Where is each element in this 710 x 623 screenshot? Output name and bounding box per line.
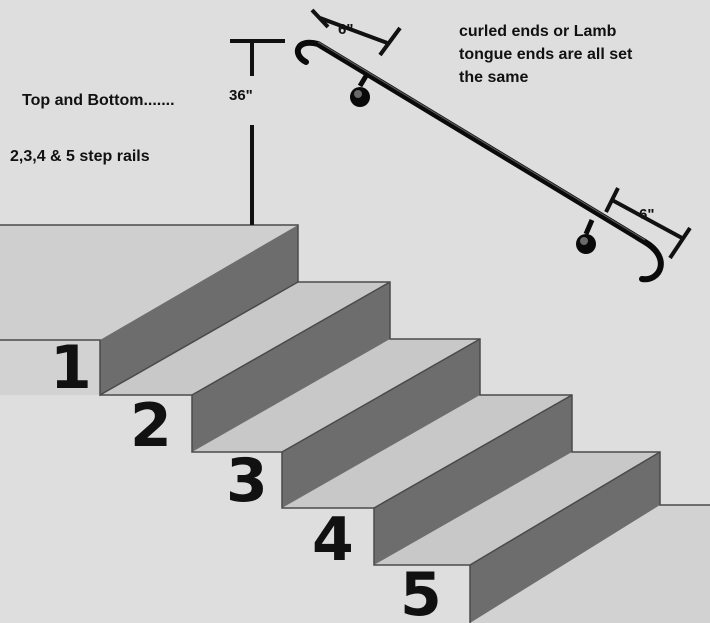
riser-2: [192, 282, 390, 452]
bottom-extension-label: 6": [639, 206, 655, 223]
tread-3: [282, 395, 572, 508]
step-number-4: 4: [312, 505, 354, 575]
tread-4: [374, 452, 660, 565]
step-number-5: 5: [400, 560, 442, 623]
height-dimension-label: 36": [229, 87, 253, 104]
landing-floor: [0, 225, 298, 340]
ends-note-line-3: the same: [459, 69, 529, 86]
ends-note-line-2: tongue ends are all set: [459, 46, 633, 63]
ends-note-line-1: curled ends or Lamb: [459, 23, 617, 40]
step-rails-note: 2,3,4 & 5 step rails: [10, 148, 150, 165]
upper-bracket: [350, 74, 370, 107]
riser-1: [100, 225, 298, 395]
tread-2: [192, 339, 480, 452]
top-extension-label: 6": [338, 21, 354, 38]
tread-1: [100, 282, 390, 395]
top-extension-dimension: [310, 8, 402, 57]
riser-5: [470, 452, 660, 623]
bottom-extension-dimension: [604, 187, 692, 260]
handrail: [294, 39, 664, 283]
height-dimension: [230, 39, 285, 225]
top-and-bottom-note: Top and Bottom.......: [22, 92, 175, 109]
step-number-3: 3: [226, 446, 268, 516]
step-edges: [0, 224, 710, 623]
step-number-2: 2: [130, 391, 172, 461]
riser-3: [282, 339, 480, 508]
step-number-1: 1: [50, 333, 92, 403]
riser-4: [374, 395, 572, 565]
handrail-highlight: [317, 41, 646, 241]
lower-bracket: [576, 219, 596, 254]
